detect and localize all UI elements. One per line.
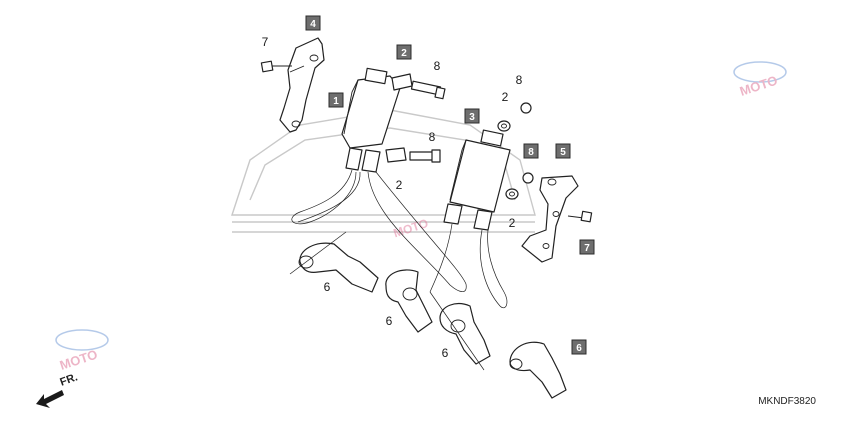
plug-cap-2 <box>385 269 433 333</box>
bolt-8-top <box>410 80 446 100</box>
callout-1: 1 <box>328 92 344 108</box>
washer-2-right-top <box>497 120 511 132</box>
svg-text:8: 8 <box>528 147 534 158</box>
coil-1-lead-left <box>291 169 357 225</box>
clip-2-lower <box>385 147 407 163</box>
label-6: 6 <box>386 314 393 328</box>
callout-4: 4 <box>305 15 321 31</box>
clip-2-top <box>391 73 413 91</box>
svg-text:5: 5 <box>560 147 566 158</box>
label-8: 8 <box>429 130 436 144</box>
svg-text:MOTO: MOTO <box>392 216 430 240</box>
svg-text:1: 1 <box>333 96 339 107</box>
coil-3-lead-left <box>429 223 453 293</box>
washer-2-right-mid <box>505 188 519 200</box>
bolt-7-top <box>260 60 292 73</box>
front-arrow-icon <box>36 390 64 408</box>
watermark-logo-top-right: MOTO <box>733 61 787 99</box>
label-7: 7 <box>262 35 269 49</box>
label-8: 8 <box>434 59 441 73</box>
plug-cap-1 <box>298 242 379 293</box>
svg-text:6: 6 <box>576 343 582 354</box>
bracket-left <box>279 37 325 133</box>
bolt-8-mid <box>409 149 441 163</box>
svg-text:2: 2 <box>401 48 407 59</box>
pointer-line <box>429 291 485 371</box>
label-6: 6 <box>442 346 449 360</box>
svg-text:MOTO: MOTO <box>738 73 780 99</box>
plug-cap-4 <box>509 341 567 399</box>
callout-5: 5 <box>555 143 571 159</box>
callout-3: 3 <box>464 108 480 124</box>
coil-3-lead-right <box>479 229 508 309</box>
svg-text:4: 4 <box>310 19 316 30</box>
coil-1-lead-left-b <box>297 171 361 223</box>
label-6: 6 <box>324 280 331 294</box>
callout-2: 2 <box>396 44 412 60</box>
svg-text:7: 7 <box>584 243 590 254</box>
callout-6: 6 <box>571 339 587 355</box>
label-8: 8 <box>516 73 523 87</box>
watermark-logo-center: MOTO <box>392 216 430 240</box>
watermark-logo-bottom-left: MOTO <box>55 329 109 373</box>
label-2: 2 <box>502 90 509 104</box>
bolt-7-right <box>567 210 593 223</box>
label-2: 2 <box>509 216 516 230</box>
ignition-coil-3 <box>443 129 511 231</box>
nut-8-right-mid <box>522 172 534 184</box>
callout-7: 7 <box>579 239 595 255</box>
label-2: 2 <box>396 178 403 192</box>
diagram-code: MKNDF3820 <box>758 396 816 407</box>
coil-1-lead-right <box>367 171 467 292</box>
nut-8-right-top <box>520 102 532 114</box>
svg-text:3: 3 <box>469 112 475 123</box>
pointer-line <box>289 231 347 275</box>
callout-8: 8 <box>523 143 539 159</box>
bracket-right <box>521 175 579 263</box>
